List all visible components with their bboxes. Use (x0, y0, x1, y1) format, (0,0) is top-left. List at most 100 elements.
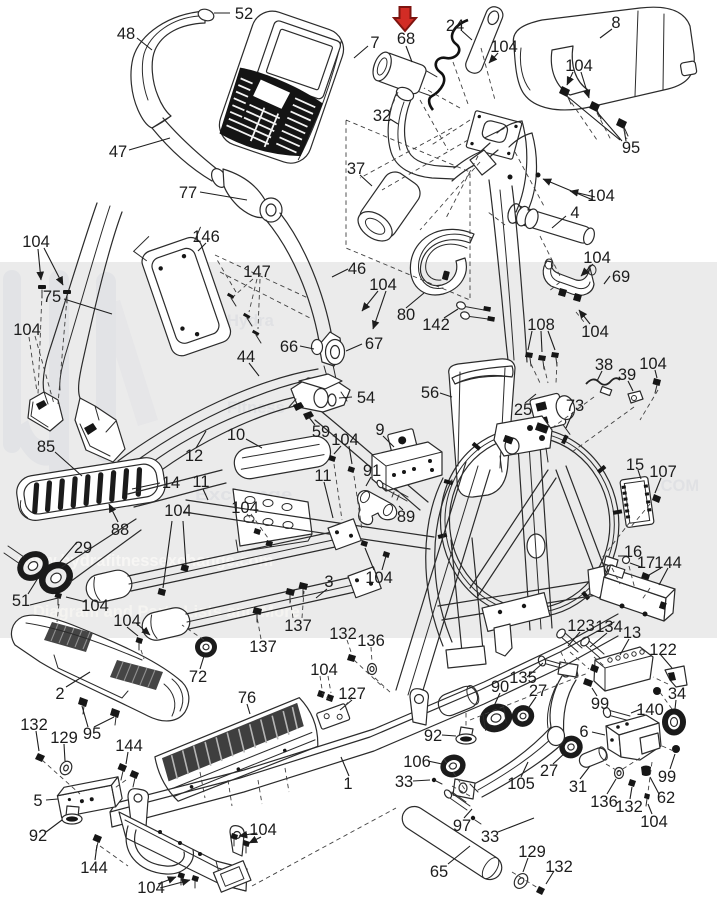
svg-text:107: 107 (649, 463, 677, 481)
svg-text:104: 104 (164, 502, 192, 520)
svg-text:104: 104 (310, 661, 338, 679)
svg-text:137: 137 (284, 617, 312, 635)
svg-text:90: 90 (491, 678, 509, 696)
svg-text:77: 77 (179, 184, 197, 202)
svg-text:5: 5 (33, 792, 42, 810)
svg-text:25: 25 (514, 401, 532, 419)
svg-text:104: 104 (249, 821, 277, 839)
svg-text:73: 73 (566, 397, 584, 415)
svg-text:www.hydrafitnessexchange.com: www.hydrafitnessexchange.com (17, 552, 273, 570)
svg-text:24: 24 (446, 17, 464, 35)
svg-text:76: 76 (238, 689, 256, 707)
svg-text:75: 75 (43, 288, 61, 306)
svg-text:92: 92 (29, 827, 47, 845)
svg-text:27: 27 (540, 762, 558, 780)
svg-text:132: 132 (20, 716, 48, 734)
svg-text:136: 136 (357, 632, 385, 650)
svg-text:104: 104 (13, 321, 41, 339)
svg-text:97: 97 (453, 817, 471, 835)
svg-text:62: 62 (657, 789, 675, 807)
svg-text:95: 95 (622, 139, 640, 157)
svg-text:146: 146 (192, 228, 220, 246)
svg-text:13: 13 (623, 624, 641, 642)
svg-text:108: 108 (527, 316, 555, 334)
svg-text:92: 92 (424, 727, 442, 745)
svg-text:69: 69 (612, 268, 630, 286)
svg-text:104: 104 (231, 499, 259, 517)
svg-text:137: 137 (249, 638, 277, 656)
svg-text:142: 142 (422, 316, 450, 334)
svg-text:4: 4 (570, 204, 579, 222)
svg-text:54: 54 (357, 389, 375, 407)
svg-text:.COM: .COM (656, 477, 699, 495)
svg-text:3: 3 (324, 573, 333, 591)
svg-text:11: 11 (314, 467, 331, 485)
svg-text:136: 136 (590, 793, 618, 811)
svg-text:104: 104 (331, 431, 359, 449)
svg-text:9: 9 (375, 421, 384, 439)
svg-text:132: 132 (615, 798, 643, 816)
svg-text:51: 51 (12, 592, 30, 610)
svg-text:99: 99 (658, 768, 676, 786)
svg-text:39: 39 (618, 366, 636, 384)
svg-text:104: 104 (369, 276, 397, 294)
svg-text:10: 10 (227, 426, 245, 444)
svg-text:37: 37 (347, 160, 365, 178)
svg-text:104: 104 (581, 323, 609, 341)
svg-text:27: 27 (529, 682, 547, 700)
svg-text:47: 47 (109, 143, 127, 161)
svg-text:46: 46 (348, 260, 366, 278)
svg-text:91: 91 (363, 462, 381, 480)
svg-text:104: 104 (137, 879, 165, 897)
svg-text:105: 105 (507, 775, 535, 793)
svg-text:122: 122 (649, 641, 677, 659)
svg-text:68: 68 (397, 30, 415, 48)
svg-text:72: 72 (189, 668, 207, 686)
svg-text:104: 104 (640, 813, 668, 831)
svg-text:38: 38 (595, 356, 613, 374)
svg-text:104: 104 (583, 249, 611, 267)
svg-text:89: 89 (397, 508, 415, 526)
svg-text:106: 106 (403, 753, 431, 771)
svg-text:48: 48 (117, 25, 135, 43)
svg-text:14: 14 (162, 474, 180, 492)
svg-text:52: 52 (235, 5, 253, 23)
svg-text:104: 104 (113, 612, 141, 630)
svg-text:104: 104 (365, 569, 393, 587)
svg-text:134: 134 (595, 618, 623, 636)
svg-text:31: 31 (569, 778, 587, 796)
svg-text:7: 7 (370, 34, 379, 52)
svg-text:56: 56 (421, 384, 439, 402)
svg-text:17: 17 (637, 554, 655, 572)
svg-text:123: 123 (567, 617, 595, 635)
svg-text:12: 12 (185, 447, 203, 465)
svg-text:144: 144 (80, 859, 108, 877)
svg-text:85: 85 (37, 438, 55, 456)
svg-text:95: 95 (83, 725, 101, 743)
svg-text:16: 16 (624, 543, 642, 561)
svg-text:104: 104 (490, 38, 518, 56)
svg-text:104: 104 (639, 355, 667, 373)
svg-text:144: 144 (115, 737, 143, 755)
svg-text:127: 127 (338, 685, 366, 703)
svg-text:104: 104 (565, 57, 593, 75)
svg-text:44: 44 (237, 348, 255, 366)
svg-text:15: 15 (626, 456, 644, 474)
svg-text:66: 66 (280, 338, 298, 356)
svg-text:29: 29 (74, 539, 92, 557)
svg-text:2: 2 (55, 685, 64, 703)
svg-text:59: 59 (312, 423, 330, 441)
svg-text:144: 144 (654, 554, 682, 572)
svg-text:1: 1 (343, 775, 352, 793)
svg-text:104: 104 (587, 187, 615, 205)
svg-text:99: 99 (591, 695, 609, 713)
svg-text:65: 65 (430, 863, 448, 881)
svg-text:129: 129 (518, 843, 546, 861)
svg-text:34: 34 (668, 685, 686, 703)
svg-text:135: 135 (509, 669, 537, 687)
svg-text:8: 8 (611, 14, 620, 32)
svg-text:33: 33 (395, 773, 413, 791)
svg-text:147: 147 (243, 263, 271, 281)
svg-text:104: 104 (81, 597, 109, 615)
svg-text:132: 132 (545, 858, 573, 876)
